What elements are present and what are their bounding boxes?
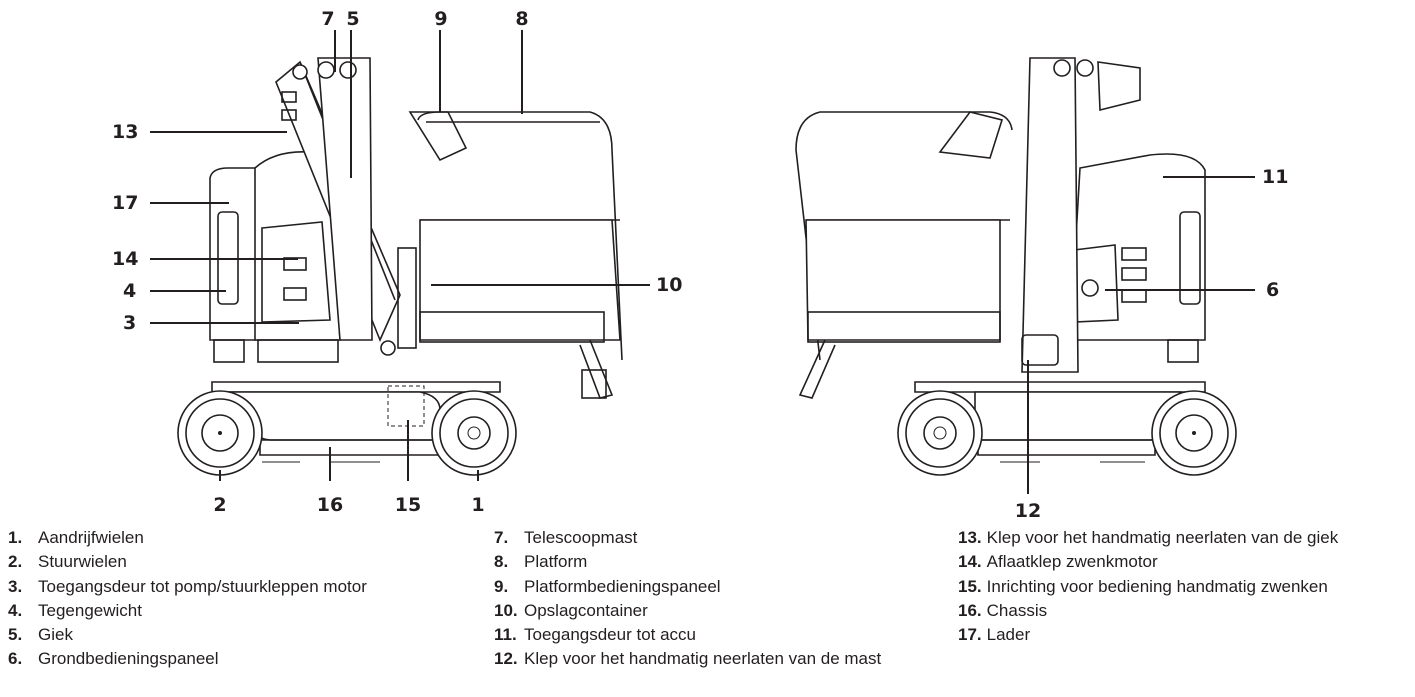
- legend-item-1: 1.Aandrijfwielen: [8, 528, 144, 547]
- legend-item-3: 3.Toegangsdeur tot pomp/stuurkleppen mot…: [8, 576, 367, 596]
- legend-column-3: 13.Klep voor het handmatig neerlaten van…: [958, 526, 1338, 647]
- callout-2: 2: [213, 494, 226, 516]
- callout-12: 12: [1015, 500, 1041, 522]
- drive-wheel-left: [431, 390, 517, 476]
- callout-13: 13: [112, 121, 138, 143]
- legend-item-15: 15.Inrichting voor bediening handmatig z…: [958, 576, 1328, 596]
- drive-wheel-right: [897, 390, 983, 476]
- legend-item-13: 13.Klep voor het handmatig neerlaten van…: [958, 528, 1339, 547]
- callout-16: 16: [317, 494, 343, 516]
- machine-diagram: 7 5 9 8 13 17 14 4 3 10 2 16 15 1 11 6 1…: [112, 8, 1288, 522]
- callout-3: 3: [123, 312, 136, 334]
- legend-item-17: 17.Lader: [958, 625, 1031, 645]
- callout-9: 9: [434, 8, 447, 30]
- legend-item-6: 6.Grondbedieningspaneel: [8, 649, 219, 669]
- callout-10: 10: [656, 274, 682, 296]
- callout-11: 11: [1262, 166, 1288, 188]
- legend-item-4: 4.Tegengewicht: [8, 600, 142, 620]
- callout-6: 6: [1266, 279, 1279, 301]
- leader-lines: [150, 30, 1255, 494]
- legend-column-2: 7.Telescoopmast 8.Platform 9.Platformbed…: [494, 526, 881, 672]
- legend-item-8: 8.Platform: [494, 552, 588, 572]
- callout-5: 5: [346, 8, 359, 30]
- callout-1: 1: [471, 494, 484, 516]
- steer-wheel-right: [1151, 390, 1237, 476]
- legend-column-1: 1.Aandrijfwielen 2.Stuurwielen 3.Toegang…: [8, 526, 367, 672]
- legend-item-16: 16.Chassis: [958, 600, 1048, 620]
- callout-7: 7: [321, 8, 334, 30]
- legend-item-5: 5.Giek: [8, 625, 73, 645]
- callout-15: 15: [395, 494, 421, 516]
- legend-item-9: 9.Platformbedieningspaneel: [494, 576, 721, 596]
- callout-14: 14: [112, 248, 138, 270]
- legend-item-10: 10.Opslagcontainer: [494, 600, 648, 620]
- callout-17: 17: [112, 192, 138, 214]
- callout-8: 8: [515, 8, 528, 30]
- legend-item-2: 2.Stuurwielen: [8, 552, 127, 572]
- legend-item-14: 14.Aflaatklep zwenkmotor: [958, 552, 1158, 572]
- legend-item-12: 12.Klep voor het handmatig neerlaten van…: [494, 649, 882, 669]
- left-side-view: [177, 57, 623, 476]
- legend-item-7: 7.Telescoopmast: [494, 528, 638, 547]
- right-side-view: [795, 57, 1237, 476]
- callout-4: 4: [123, 280, 136, 302]
- steer-wheel-left: [177, 390, 263, 476]
- legend-item-11: 11.Toegangsdeur tot accu: [494, 625, 697, 645]
